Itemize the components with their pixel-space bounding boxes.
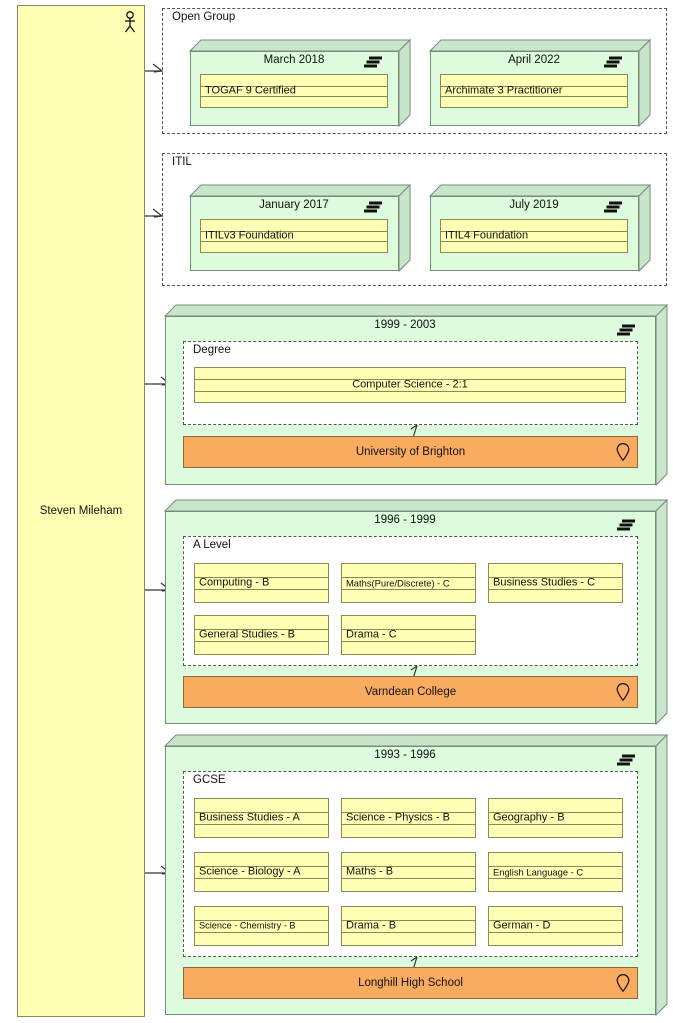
item-label: Maths - B <box>346 865 394 878</box>
plateau-january-2017[interactable]: January 2017 ITILv3 Foundation <box>188 183 412 273</box>
plateau-title: 1993 - 1996 <box>374 749 436 761</box>
location-pin-icon <box>616 974 630 993</box>
item-label: Science - Physics - B <box>346 811 450 824</box>
location-label: University of Brighton <box>355 446 466 458</box>
item-box[interactable]: Business Studies - A <box>194 798 329 838</box>
item-label: ITILv3 Foundation <box>205 229 294 242</box>
plateau-title: April 2022 <box>508 54 560 66</box>
item-label: German - D <box>493 919 551 932</box>
item-box[interactable]: Science - Chemistry - B <box>194 906 329 946</box>
stacked-layers-icon <box>617 324 635 336</box>
item-label: Maths(Pure/Discrete) - C <box>346 577 450 589</box>
plateau-1999-2003[interactable]: 1999 - 2003 Degree Computer Science - 2:… <box>163 303 669 487</box>
item-label: English Language - C <box>493 866 584 878</box>
item-label: Science - Biology - A <box>199 865 301 878</box>
item-box[interactable]: TOGAF 9 Certified <box>200 74 388 108</box>
stacked-layers-icon <box>604 201 622 213</box>
plateau-march-2018[interactable]: March 2018 TOGAF 9 Certified <box>188 38 412 128</box>
item-box[interactable]: German - D <box>488 906 623 946</box>
item-label: ITIL4 Foundation <box>445 229 529 242</box>
group-label: Degree <box>190 343 234 357</box>
actor-person-icon <box>122 11 138 33</box>
item-box[interactable]: Maths(Pure/Discrete) - C <box>341 563 476 603</box>
item-box[interactable]: General Studies - B <box>194 615 329 655</box>
item-box[interactable]: English Language - C <box>488 852 623 892</box>
group-label: A Level <box>190 538 234 552</box>
item-box[interactable]: Maths - B <box>341 852 476 892</box>
location-label: Longhill High School <box>358 977 463 989</box>
plateau-title: 1999 - 2003 <box>374 319 436 331</box>
item-label: Science - Chemistry - B <box>199 920 296 931</box>
item-box[interactable]: Computer Science - 2:1 <box>194 367 626 403</box>
actor-steven-mileham[interactable]: Steven Mileham <box>17 5 145 1017</box>
stacked-layers-icon <box>364 56 382 68</box>
group-a-level: A Level Computing - B Maths(Pure/Discret… <box>183 536 638 666</box>
location-university-of-brighton[interactable]: University of Brighton <box>183 436 638 468</box>
item-label: Drama - C <box>346 628 397 641</box>
group-itil: ITIL <box>162 153 667 286</box>
item-box[interactable]: Science - Physics - B <box>341 798 476 838</box>
item-box[interactable]: Drama - C <box>341 615 476 655</box>
item-label: Drama - B <box>346 919 397 932</box>
plateau-1996-1999[interactable]: 1996 - 1999 A Level Computing - B Maths(… <box>163 498 669 726</box>
stacked-layers-icon <box>364 201 382 213</box>
location-pin-icon <box>616 683 630 702</box>
plateau-1993-1996[interactable]: 1993 - 1996 GCSE Business Studies - A Sc… <box>163 733 669 1017</box>
group-gcse: GCSE Business Studies - A Science - Phys… <box>183 771 638 957</box>
item-label: Computer Science - 2:1 <box>352 378 468 391</box>
item-label: Computing - B <box>199 576 270 589</box>
location-longhill-high-school[interactable]: Longhill High School <box>183 967 638 999</box>
group-label: ITIL <box>169 155 195 169</box>
group-label: Open Group <box>169 10 239 24</box>
location-varndean-college[interactable]: Varndean College <box>183 676 638 708</box>
item-label: General Studies - B <box>199 628 295 641</box>
item-label: TOGAF 9 Certified <box>205 84 296 97</box>
plateau-title: 1996 - 1999 <box>374 514 436 526</box>
item-box[interactable]: Geography - B <box>488 798 623 838</box>
group-label: GCSE <box>190 773 229 787</box>
item-label: Archimate 3 Practitioner <box>445 84 563 97</box>
location-pin-icon <box>616 443 630 462</box>
stacked-layers-icon <box>617 519 635 531</box>
group-degree: Degree Computer Science - 2:1 <box>183 341 638 425</box>
stacked-layers-icon <box>604 56 622 68</box>
plateau-april-2022[interactable]: April 2022 Archimate 3 Practitioner <box>428 38 652 128</box>
stacked-layers-icon <box>617 754 635 766</box>
item-box[interactable]: ITILv3 Foundation <box>200 219 388 253</box>
group-open-group: Open Group <box>162 8 667 134</box>
item-box[interactable]: Archimate 3 Practitioner <box>440 74 628 108</box>
plateau-title: January 2017 <box>259 199 329 211</box>
location-label: Varndean College <box>364 686 457 698</box>
item-label: Business Studies - C <box>493 576 596 589</box>
item-label: Geography - B <box>493 811 565 824</box>
item-box[interactable]: ITIL4 Foundation <box>440 219 628 253</box>
item-box[interactable]: Computing - B <box>194 563 329 603</box>
item-box[interactable]: Business Studies - C <box>488 563 623 603</box>
actor-name-label: Steven Mileham <box>39 505 123 517</box>
plateau-july-2019[interactable]: July 2019 ITIL4 Foundation <box>428 183 652 273</box>
item-label: Business Studies - A <box>199 811 300 824</box>
item-box[interactable]: Drama - B <box>341 906 476 946</box>
item-box[interactable]: Science - Biology - A <box>194 852 329 892</box>
plateau-title: March 2018 <box>263 54 325 66</box>
plateau-title: July 2019 <box>509 199 559 211</box>
